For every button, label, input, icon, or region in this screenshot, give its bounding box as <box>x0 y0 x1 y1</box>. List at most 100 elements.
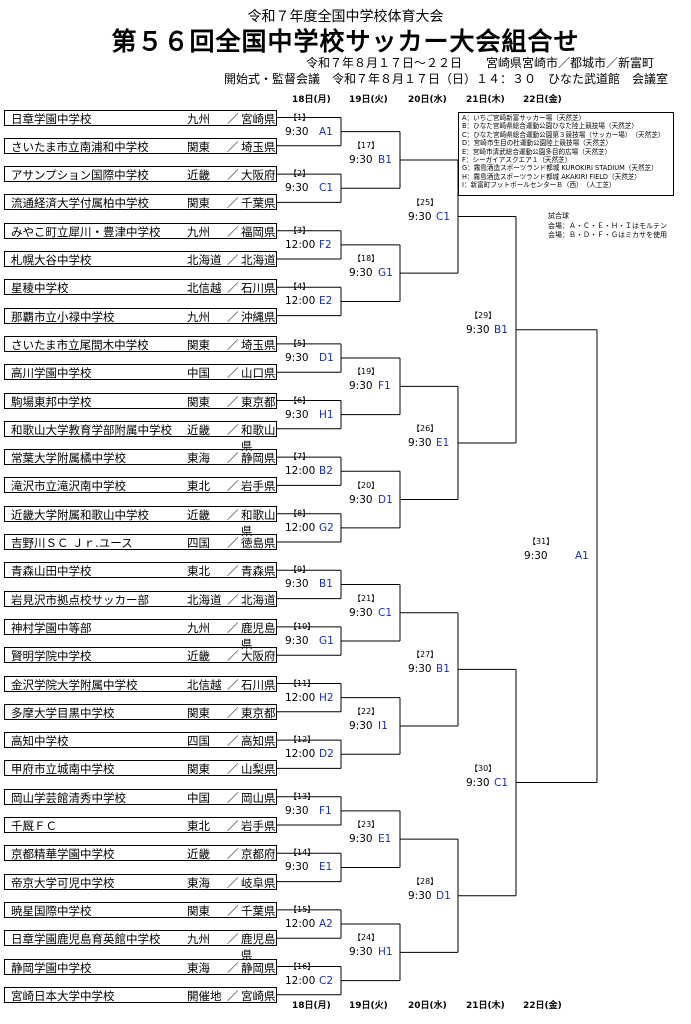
team-prefecture: 埼玉県 <box>241 139 276 154</box>
match-number: 【9】 <box>289 565 311 575</box>
team-name: 帝京大学可児中学校 <box>11 875 115 890</box>
match-time: 12:00 <box>285 465 316 478</box>
separator: ／ <box>227 592 239 607</box>
match-time: 9:30 <box>285 578 309 591</box>
match-number: 【16】 <box>289 961 316 971</box>
team-row: 日章学園中学校九州／宮崎県 <box>4 109 277 126</box>
team-region: 関東 <box>187 705 210 720</box>
team-name: 日章学園鹿児島育英館中学校 <box>11 932 161 947</box>
team-row: 暁星国際中学校関東／千葉県 <box>4 901 277 918</box>
day-label: 21日(木) <box>466 1001 505 1011</box>
match-time: 9:30 <box>285 125 309 138</box>
team-prefecture: 宮崎県 <box>241 988 276 1003</box>
team-row: さいたま市立南浦和中学校関東／埼玉県 <box>4 137 277 154</box>
separator: ／ <box>227 168 239 183</box>
match-time: 9:30 <box>524 550 548 563</box>
match-venue: I1 <box>378 719 388 732</box>
match-number: 【3】 <box>289 225 311 235</box>
team-region: 九州 <box>187 224 210 239</box>
match-venue: G2 <box>319 521 334 534</box>
match-venue: E1 <box>378 833 392 846</box>
match-venue: A1 <box>575 550 589 563</box>
ball-note-line: 会場：Ａ・Ｃ・Ｅ・Ｈ・Ｉはモルテン <box>548 221 667 230</box>
match-number: 【25】 <box>412 197 439 207</box>
match-number: 【21】 <box>353 593 380 603</box>
team-prefecture: 京都府 <box>241 847 276 862</box>
match-venue: B1 <box>494 323 508 336</box>
venue-item: G：霧島酒造スポーツランド都城 KUROKIRI STADIUM（天然芝） <box>462 164 658 173</box>
team-name: 滝沢市立滝沢南中学校 <box>11 479 126 494</box>
match-venue: G1 <box>319 635 334 648</box>
separator: ／ <box>227 903 239 918</box>
team-region: 北海道 <box>187 253 222 267</box>
separator: ／ <box>227 451 239 466</box>
team-prefecture: 鹿児島県 <box>241 932 276 963</box>
team-name: 常葉大学附属橘中学校 <box>11 451 126 466</box>
team-region: 近畿 <box>187 168 210 183</box>
match-number: 【19】 <box>353 367 380 377</box>
team-row: アサンプション国際中学校 近畿 ／大阪府 <box>4 166 277 183</box>
team-name: 星稜中学校 <box>11 281 69 296</box>
day-label: 21日(木) <box>466 95 505 105</box>
match-number: 【23】 <box>353 820 380 830</box>
team-row: 高川学園中学校中国／山口県 <box>4 364 277 381</box>
match-time: 9:30 <box>349 719 373 732</box>
team-region: 開催地 <box>187 988 222 1003</box>
match-venue: C1 <box>494 776 509 789</box>
separator: ／ <box>227 677 239 692</box>
team-region: 中国 <box>187 366 210 381</box>
match-time: 9:30 <box>466 776 490 789</box>
team-name: 金沢学院大学附属中学校 <box>11 677 138 692</box>
team-region: 近畿 <box>187 507 210 522</box>
team-prefecture: 埼玉県 <box>241 337 276 352</box>
team-prefecture: 岩手県 <box>241 819 276 833</box>
separator: ／ <box>227 705 239 720</box>
match-time: 12:00 <box>285 295 316 308</box>
day-label: 20日(水) <box>408 1001 447 1011</box>
separator: ／ <box>227 139 239 154</box>
team-name: アサンプション国際中学校 <box>11 168 149 183</box>
team-name: 高川学園中学校 <box>11 366 92 381</box>
match-time: 9:30 <box>466 323 490 336</box>
team-prefecture: 福岡県 <box>241 224 276 239</box>
day-label: 18日(月) <box>292 95 331 105</box>
ball-note: 試合球 会場：Ａ・Ｃ・Ｅ・Ｈ・Ｉはモルテン 会場：Ｂ・Ｄ・Ｆ・Ｇはミカサを使用 <box>548 212 667 241</box>
team-region: 関東 <box>187 337 210 352</box>
team-prefecture: 沖縄県 <box>241 309 276 324</box>
team-row: 宮崎日本大学中学校開催地／宮崎県 <box>4 986 277 1003</box>
match-number: 【26】 <box>412 423 439 433</box>
team-name: 駒場東邦中学校 <box>11 394 92 409</box>
team-name: さいたま市立南浦和中学校 <box>11 139 149 154</box>
team-name: 賢明学院中学校 <box>11 649 92 664</box>
match-time: 9:30 <box>408 436 432 449</box>
team-region: 四国 <box>187 536 210 550</box>
day-label: 22日(金) <box>523 1001 562 1011</box>
match-time: 9:30 <box>285 182 309 195</box>
team-prefecture: 大阪府 <box>241 168 276 183</box>
team-prefecture: 岐阜県 <box>241 875 276 890</box>
page-title: 第５６回全国中学校サッカー大会組合せ <box>111 27 580 56</box>
match-venue: C1 <box>319 182 334 195</box>
match-number: 【22】 <box>353 706 380 716</box>
separator: ／ <box>227 819 239 833</box>
match-time: 9:30 <box>349 606 373 619</box>
team-row: 高知中学校四国／高知県 <box>4 732 277 749</box>
team-row: 吉野川ＳＣ Ｊｒ.ユース四国／徳島県 <box>4 534 277 550</box>
match-time: 9:30 <box>285 861 309 874</box>
separator: ／ <box>227 649 239 664</box>
team-name: 日章学園中学校 <box>11 111 92 126</box>
team-prefecture: 宮崎県 <box>241 111 276 126</box>
opening-line: 開始式・監督会議 令和７年８月１７日（日）１４：３０ ひなた武道館 会議室 <box>224 72 669 86</box>
team-name: 京都精華学園中学校 <box>11 847 115 862</box>
venue-item: A：いちご宮崎新富サッカー場（天然芝） <box>462 114 586 122</box>
match-time: 9:30 <box>408 889 432 902</box>
team-region: 関東 <box>187 903 210 918</box>
team-prefecture: 青森県 <box>241 564 276 579</box>
match-time: 9:30 <box>349 153 373 166</box>
separator: ／ <box>227 253 239 267</box>
team-prefecture: 山口県 <box>241 366 276 381</box>
separator: ／ <box>227 620 239 635</box>
match-number: 【1】 <box>289 112 311 122</box>
match-time: 9:30 <box>349 833 373 846</box>
